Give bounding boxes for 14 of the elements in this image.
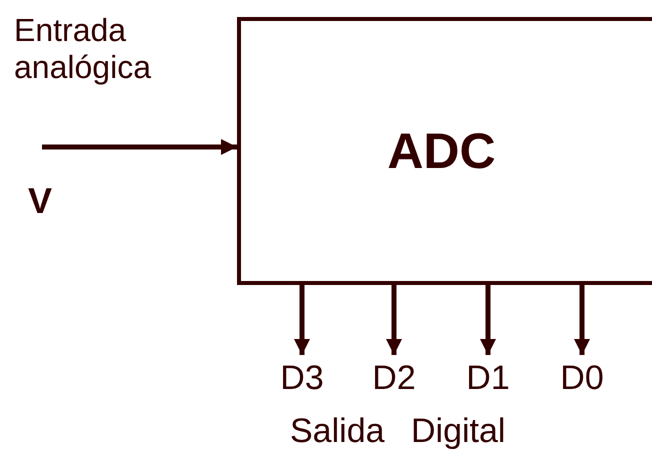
input-label: Entrada analógica xyxy=(14,12,152,86)
pin-name: D2 xyxy=(372,358,416,398)
arrow xyxy=(294,285,310,355)
arrow xyxy=(480,285,496,355)
voltage-symbol: V xyxy=(28,180,52,222)
output-label: Salida Digital xyxy=(290,412,506,451)
arrow xyxy=(574,285,590,355)
pin-name: D3 xyxy=(280,358,324,398)
pin-name: D1 xyxy=(466,358,510,398)
block-title: ADC xyxy=(387,122,496,180)
arrow xyxy=(386,285,402,355)
arrow xyxy=(42,139,237,155)
converter-block xyxy=(237,17,652,285)
pin-name: D0 xyxy=(560,358,604,398)
